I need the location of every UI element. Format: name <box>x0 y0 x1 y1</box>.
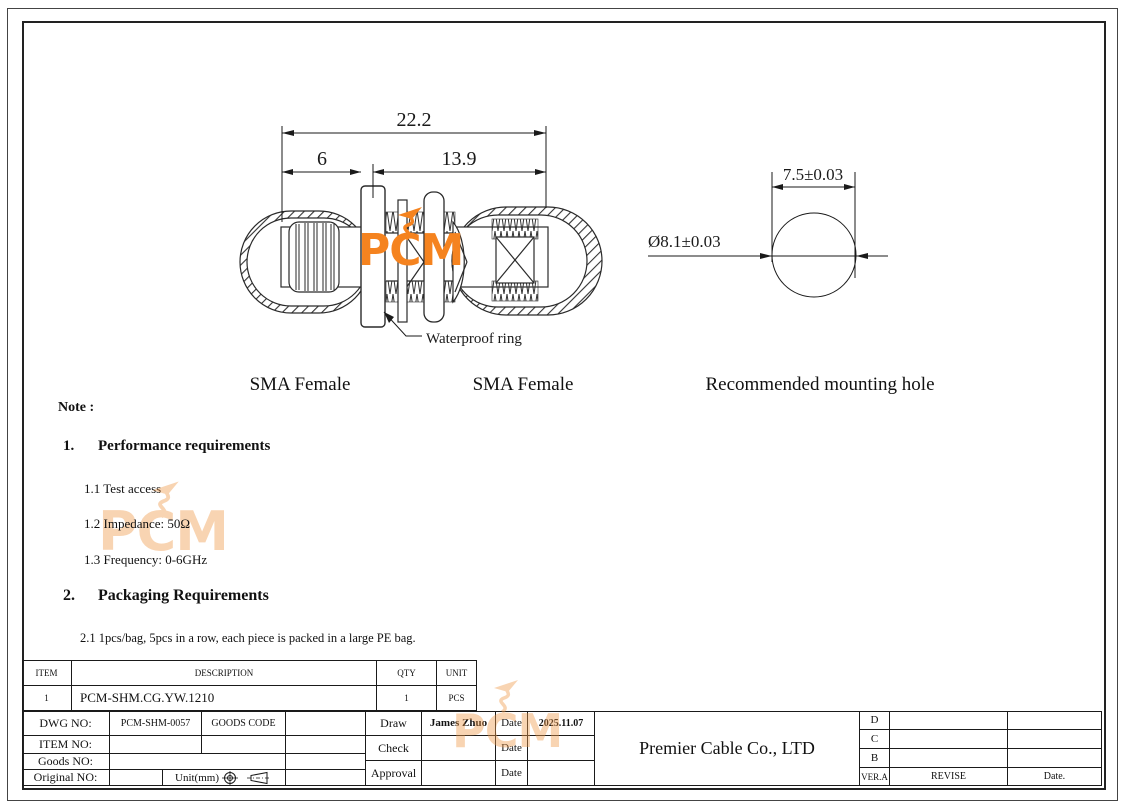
empty-cell <box>422 761 496 786</box>
unit-header-cell: UNIT <box>437 660 477 686</box>
revision-row-d-cell: D <box>860 711 890 730</box>
original-no-label-cell: Original NO: <box>22 770 110 786</box>
empty-cell <box>528 736 595 761</box>
note-item-1-1: 1.1 Test access <box>84 481 162 496</box>
empty-cell <box>1008 711 1102 730</box>
approval-date-label-cell: Date <box>496 761 528 786</box>
pcm-watermark-titleblock: PCM <box>452 680 563 754</box>
notes-title: Note : <box>58 400 95 415</box>
unit-mm-cell: Unit(mm) <box>163 770 286 786</box>
pcm-watermark-text: PCM <box>452 704 563 758</box>
sheet-outer-border <box>7 8 1118 801</box>
item-no-label-cell: ITEM NO: <box>22 736 110 754</box>
callout-waterproof-ring: Waterproof ring <box>426 331 522 347</box>
dim-overall: 22.2 <box>397 109 432 131</box>
dim-hole-width: 7.5±0.03 <box>783 165 843 184</box>
approval-label-cell: Approval <box>366 761 422 786</box>
company-name-cell: Premier Cable Co., LTD <box>595 711 860 786</box>
dwg-no-value-cell: PCM-SHM-0057 <box>110 711 202 736</box>
draw-date-label-cell: Date <box>496 711 528 736</box>
empty-cell <box>286 736 366 754</box>
empty-cell <box>110 754 286 770</box>
empty-cell <box>890 730 1008 749</box>
dwg-no-label-cell: DWG NO: <box>22 711 110 736</box>
note-item-2-1: 2.1 1pcs/bag, 5pcs in a row, each piece … <box>80 631 416 645</box>
goods-code-label-cell: GOODS CODE <box>202 711 286 736</box>
sma-assembly-view <box>239 185 603 328</box>
empty-cell <box>110 736 202 754</box>
dimension-annotations: 22.2 6 13.9 7.5±0.03 Ø8.1±0.03 <box>281 109 888 347</box>
empty-cell <box>1008 730 1102 749</box>
revision-row-c-cell: C <box>860 730 890 749</box>
pcm-logo: PCM <box>358 207 464 273</box>
revision-row-b-cell: B <box>860 749 890 768</box>
version-cell: VER.A <box>860 768 890 786</box>
empty-cell <box>1008 749 1102 768</box>
empty-cell <box>286 754 366 770</box>
check-date-label-cell: Date <box>496 736 528 761</box>
pcm-watermark-mark-icon <box>494 680 518 714</box>
note-section2-number: 2. <box>63 587 75 604</box>
note-section2-heading: Packaging Requirements <box>98 587 269 604</box>
check-label-cell: Check <box>366 736 422 761</box>
description-value-cell: PCM-SHM.CG.YW.1210 <box>72 686 377 711</box>
unit-mm-label: Unit(mm) <box>175 771 219 784</box>
goods-no-label-cell: Goods NO: <box>22 754 110 770</box>
draw-name-cell: James Zhuo <box>422 711 496 736</box>
description-header-cell: DESCRIPTION <box>72 660 377 686</box>
empty-cell <box>286 711 366 736</box>
empty-cell <box>422 736 496 761</box>
qty-header-cell: QTY <box>377 660 437 686</box>
empty-cell <box>890 749 1008 768</box>
projection-symbol-icon <box>222 770 271 785</box>
item-number-cell: 1 <box>22 686 72 711</box>
empty-cell <box>202 736 286 754</box>
pcm-logo-text: PCM <box>358 225 464 276</box>
empty-cell <box>286 770 366 786</box>
revise-header-cell: REVISE <box>890 768 1008 786</box>
pcm-watermark-text: PCM <box>98 500 229 563</box>
dim-left: 6 <box>317 148 327 170</box>
view-label-middle: SMA Female <box>472 374 574 395</box>
item-header-cell: ITEM <box>22 660 72 686</box>
empty-cell <box>528 761 595 786</box>
note-section1-number: 1. <box>63 438 75 454</box>
note-item-1-2: 1.2 Impedance: 50Ω <box>84 516 191 531</box>
view-label-mounting-hole: Recommended mounting hole <box>705 374 935 395</box>
qty-value-cell: 1 <box>377 686 437 711</box>
empty-cell <box>110 770 163 786</box>
unit-value-cell: PCS <box>437 686 477 711</box>
pcm-watermark-notes: PCM <box>98 481 229 559</box>
draw-date-value-cell: 2025.11.07 <box>528 711 595 736</box>
revision-date-header-cell: Date. <box>1008 768 1102 786</box>
pcm-watermark-mark-icon <box>152 481 179 519</box>
dim-right: 13.9 <box>442 148 477 170</box>
draw-label-cell: Draw <box>366 711 422 736</box>
empty-cell <box>890 711 1008 730</box>
note-section1-heading: Performance requirements <box>98 438 271 454</box>
sheet-inner-border <box>22 21 1106 790</box>
view-label-left: SMA Female <box>249 374 351 395</box>
pcm-logo-mark-icon <box>398 207 422 241</box>
dim-hole-diameter: Ø8.1±0.03 <box>648 232 721 251</box>
note-item-1-3: 1.3 Frequency: 0-6GHz <box>84 552 208 567</box>
